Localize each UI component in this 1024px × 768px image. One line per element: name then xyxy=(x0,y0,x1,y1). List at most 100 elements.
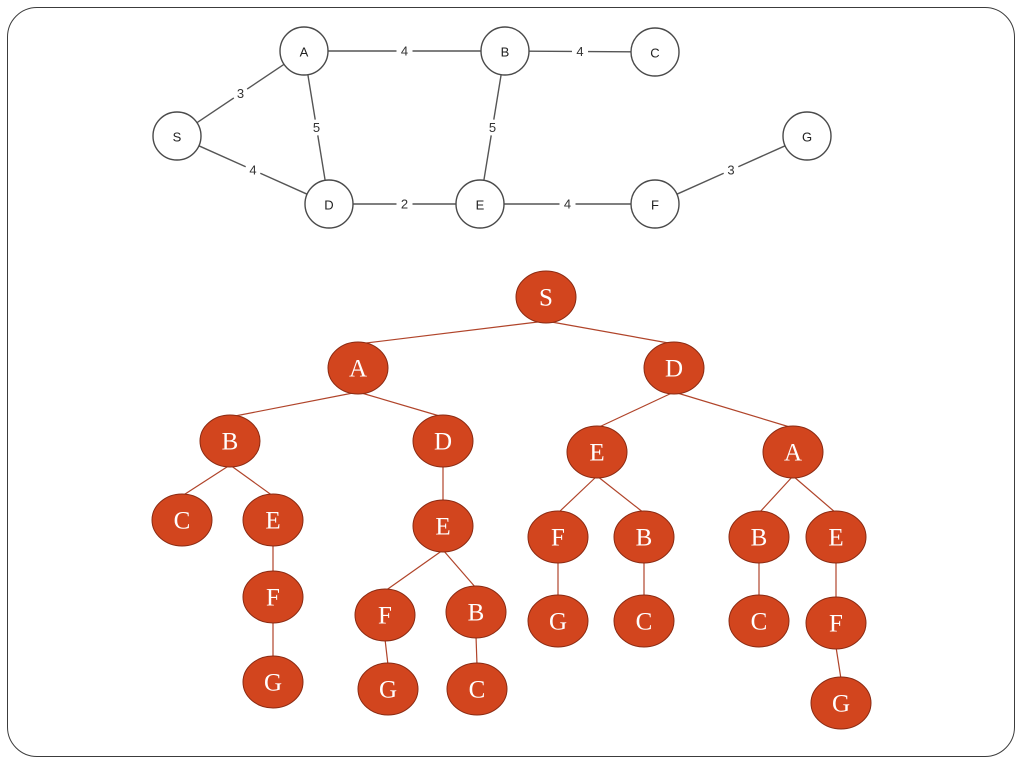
tree-edge-t1-t3 xyxy=(229,391,359,418)
tree-node-label: G xyxy=(264,670,282,697)
tree-node-t2 xyxy=(643,341,705,395)
tree-node-t12 xyxy=(728,510,790,564)
tree-node-t20 xyxy=(805,596,867,650)
graph-node-label: E xyxy=(476,198,485,213)
graph-edge-F-G-b xyxy=(738,145,786,168)
tree-node-label: G xyxy=(549,609,567,636)
tree-node-t4 xyxy=(412,414,474,468)
tree-node-label: F xyxy=(829,611,843,638)
graph-edge-weight: 2 xyxy=(401,197,408,212)
graph-edge-S-D xyxy=(198,145,246,168)
graph-edge-weight: 4 xyxy=(564,197,571,212)
graph-edge-weight: 3 xyxy=(237,86,244,101)
tree-node-t1 xyxy=(327,341,389,395)
tree-edge-t15-t22 xyxy=(384,638,389,666)
tree-node-t5 xyxy=(566,425,628,479)
graph-node-B xyxy=(480,26,530,76)
tree-node-t11 xyxy=(613,510,675,564)
tree-edge-t9-t15 xyxy=(384,549,444,592)
tree-edge-t6-t12 xyxy=(758,475,794,514)
graph-node-G xyxy=(782,111,832,161)
tree-node-label: E xyxy=(828,525,843,552)
tree-node-label: G xyxy=(832,691,850,718)
graph-node-E xyxy=(455,179,505,229)
tree-node-label: B xyxy=(751,525,768,552)
graph-node-D xyxy=(304,179,354,229)
tree-edge-t0-t1 xyxy=(357,320,547,345)
tree-node-t6 xyxy=(762,425,824,479)
tree-node-t10 xyxy=(527,510,589,564)
graph-edge-S-A xyxy=(196,97,235,124)
tree-node-label: D xyxy=(665,356,683,383)
tree-node-label: E xyxy=(589,440,604,467)
tree-node-label: S xyxy=(539,285,553,312)
tree-node-label: C xyxy=(751,609,768,636)
graph-edge-F-G xyxy=(676,172,724,195)
tree-edge-t3-t7 xyxy=(181,464,231,497)
tree-node-label: B xyxy=(636,525,653,552)
graph-node-label: F xyxy=(651,198,659,213)
graph-edge-weight: 5 xyxy=(489,120,496,135)
graph-edge-A-D-b xyxy=(317,135,326,181)
graph-edge-weight: 4 xyxy=(249,163,256,178)
tree-node-t9 xyxy=(412,499,474,553)
tree-node-t23 xyxy=(446,662,508,716)
graph-node-label: G xyxy=(802,130,812,145)
graph-edge-weight: 4 xyxy=(576,44,583,59)
tree-node-t14 xyxy=(242,570,304,624)
tree-node-label: G xyxy=(379,677,397,704)
tree-node-label: C xyxy=(174,508,191,535)
tree-edge-t5-t10 xyxy=(557,475,598,514)
graph-node-label: A xyxy=(300,45,309,60)
tree-node-t22 xyxy=(357,662,419,716)
graph-node-C xyxy=(630,27,680,77)
tree-node-t24 xyxy=(810,676,872,730)
tree-edge-t9-t16 xyxy=(442,549,477,589)
tree-node-t8 xyxy=(242,493,304,547)
tree-node-label: E xyxy=(435,514,450,541)
tree-edge-t2-t5 xyxy=(596,391,675,429)
tree-node-t0 xyxy=(515,270,577,324)
graph-node-label: C xyxy=(650,46,659,61)
tree-node-t15 xyxy=(354,588,416,642)
graph-edge-S-D-b xyxy=(260,172,308,195)
tree-edge-t20-t24 xyxy=(835,646,842,680)
tree-node-label: A xyxy=(349,356,367,383)
tree-node-label: D xyxy=(434,429,452,456)
graph-edge-weight: 3 xyxy=(727,163,734,178)
tree-edge-t0-t2 xyxy=(545,320,675,345)
tree-node-t7 xyxy=(151,493,213,547)
tree-edge-t5-t11 xyxy=(596,475,645,514)
tree-node-label: C xyxy=(469,677,486,704)
tree-edge-t16-t23 xyxy=(475,635,478,666)
graph-node-F xyxy=(630,179,680,229)
tree-node-t19 xyxy=(728,594,790,648)
tree-node-t16 xyxy=(445,585,507,639)
graph-node-S xyxy=(152,111,202,161)
tree-edge-t3-t8 xyxy=(229,464,274,497)
graph-edge-weight: 5 xyxy=(313,120,320,135)
tree-node-t17 xyxy=(527,594,589,648)
tree-node-label: F xyxy=(378,603,392,630)
tree-node-label: B xyxy=(468,600,485,627)
tree-node-label: A xyxy=(784,440,802,467)
graph-node-A xyxy=(279,26,329,76)
graph-edge-S-A-b xyxy=(246,63,285,90)
graph-edge-weight: 4 xyxy=(401,44,408,59)
tree-node-t18 xyxy=(613,594,675,648)
tree-node-label: E xyxy=(265,508,280,535)
graph-node-label: S xyxy=(173,130,182,145)
tree-edge-t2-t6 xyxy=(673,391,794,429)
tree-edge-t6-t13 xyxy=(792,475,837,514)
tree-node-label: B xyxy=(222,429,239,456)
tree-node-t13 xyxy=(805,510,867,564)
tree-node-label: F xyxy=(266,585,280,612)
tree-node-label: F xyxy=(551,525,565,552)
graph-edge-B-E-b xyxy=(483,135,492,181)
tree-node-t21 xyxy=(242,655,304,709)
graph-node-label: B xyxy=(501,45,510,60)
graph-edge-A-D xyxy=(307,74,316,120)
